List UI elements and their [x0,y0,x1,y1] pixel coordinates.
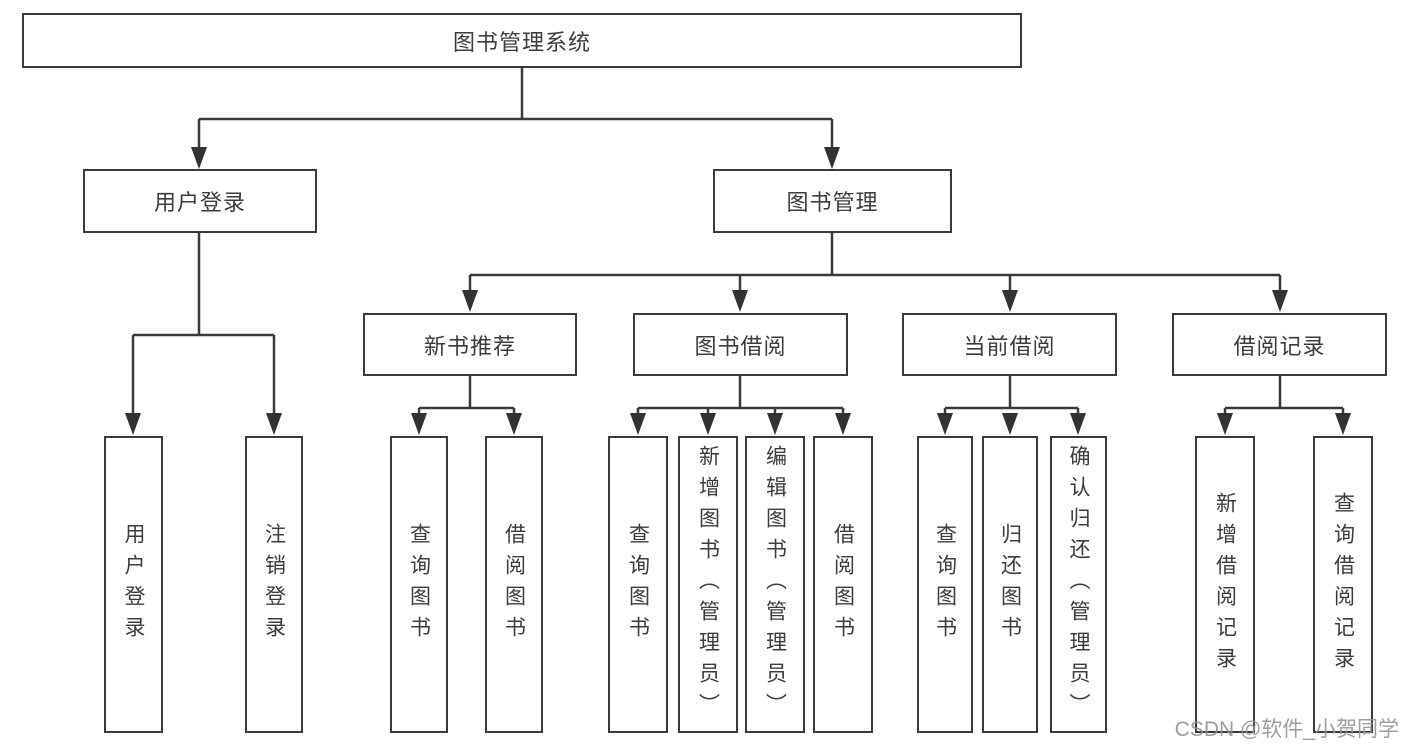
leaf-borrow-edit-books-admin: 编辑图书（管理员） [745,436,805,733]
node-borrowing-records-label: 借阅记录 [1233,333,1326,359]
leaf-recommend-borrow-books-label: 借阅图书 [502,522,526,647]
node-root: 图书管理系统 [22,13,1022,68]
leaf-records-query-record-label: 查询借阅记录 [1331,491,1355,678]
leaf-recommend-borrow-books: 借阅图书 [485,436,543,733]
leaf-logout: 注销登录 [245,436,303,733]
leaf-borrow-query-books-label: 查询图书 [626,522,650,647]
leaf-recommend-query-books: 查询图书 [390,436,448,733]
leaf-recommend-query-books-label: 查询图书 [407,522,431,647]
node-new-book-recommend: 新书推荐 [363,313,577,376]
leaf-current-query-books: 查询图书 [917,436,973,733]
leaf-current-confirm-return-admin: 确认归还（管理员） [1050,436,1107,733]
node-user-login-label: 用户登录 [153,190,246,215]
node-book-borrowing: 图书借阅 [633,313,848,376]
leaf-current-confirm-return-admin-label: 确认归还（管理员） [1067,445,1090,724]
leaf-borrow-query-books: 查询图书 [608,436,668,733]
leaf-current-return-books: 归还图书 [982,436,1038,733]
leaf-user-login: 用户登录 [104,436,163,733]
leaf-logout-label: 注销登录 [262,522,286,647]
watermark: CSDN @软件_小贺同学 [1174,718,1399,741]
leaf-borrow-borrow-books: 借阅图书 [813,436,873,733]
node-book-management: 图书管理 [713,169,952,233]
leaf-current-return-books-label: 归还图书 [998,522,1022,647]
leaf-current-query-books-label: 查询图书 [933,522,957,647]
leaf-borrow-add-books-admin: 新增图书（管理员） [678,436,738,733]
leaf-records-query-record: 查询借阅记录 [1313,436,1373,733]
node-user-login: 用户登录 [83,169,317,233]
node-borrowing-records: 借阅记录 [1172,313,1387,376]
node-root-label: 图书管理系统 [452,29,591,55]
leaf-borrow-add-books-admin-label: 新增图书（管理员） [696,445,720,724]
leaf-user-login-label: 用户登录 [122,522,145,647]
node-book-management-label: 图书管理 [786,190,879,215]
node-current-borrowing: 当前借阅 [902,313,1117,376]
leaf-borrow-edit-books-admin-label: 编辑图书（管理员） [763,445,787,724]
node-current-borrowing-label: 当前借阅 [963,333,1056,359]
leaf-borrow-borrow-books-label: 借阅图书 [831,522,855,647]
leaf-records-add-record-label: 新增借阅记录 [1213,491,1237,678]
node-book-borrowing-label: 图书借阅 [694,333,787,359]
node-new-book-recommend-label: 新书推荐 [423,333,516,359]
leaf-records-add-record: 新增借阅记录 [1195,436,1255,733]
